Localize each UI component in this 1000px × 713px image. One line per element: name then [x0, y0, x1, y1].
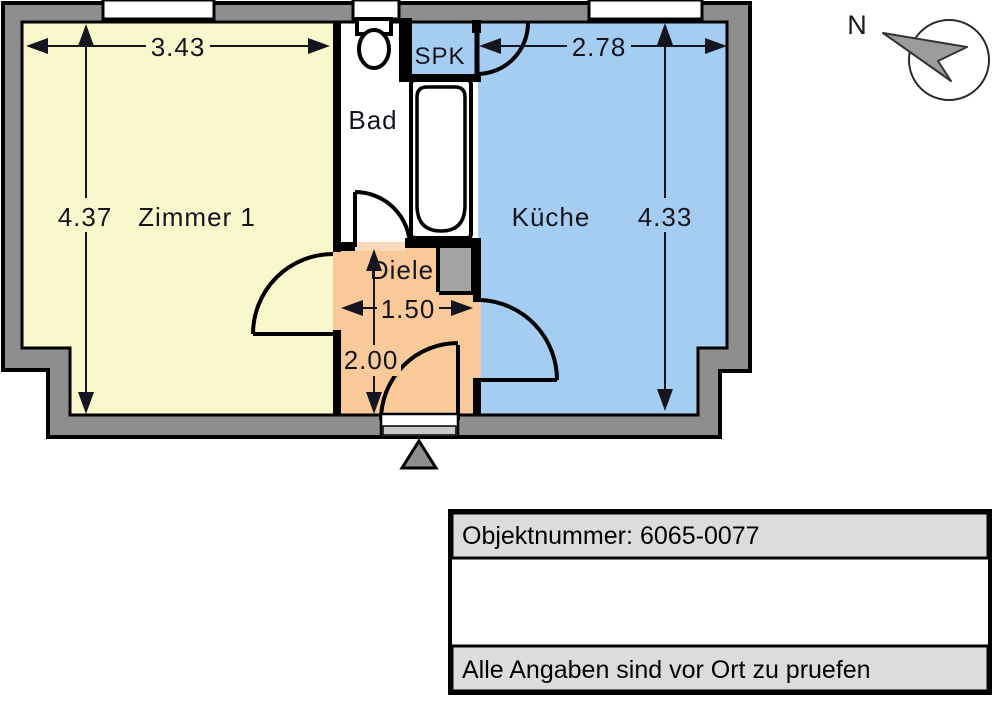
room-labels: Zimmer 1 Bad SPK Küche Diele [138, 43, 591, 285]
north-label: N [847, 10, 867, 40]
info-box: Objektnummer: 6065-0077 Alle Angaben sin… [448, 509, 992, 695]
inner-wall-outline [20, 20, 729, 417]
room-spk-floor [412, 22, 473, 77]
compass: N [847, 10, 990, 101]
info-box-row-disclaimer [450, 644, 990, 693]
dim-zimmer1-width: 3.43 [151, 32, 206, 62]
dim-zimmer1-height: 4.37 [58, 202, 113, 232]
object-number-value: 6065-0077 [640, 522, 760, 550]
door-kueche [480, 298, 560, 382]
object-number-label: Objektnummer: [462, 522, 633, 550]
dim-diele-width: 1.50 [381, 294, 436, 324]
window-zimmer1 [101, 0, 216, 21]
window-kueche [587, 0, 704, 21]
north-arrow-icon [882, 32, 968, 82]
dim-diele-height: 2.00 [344, 345, 399, 375]
door-zimmer1 [251, 252, 334, 336]
entrance [379, 412, 460, 470]
entrance-marker-triangle [399, 438, 439, 470]
shaft-block [436, 244, 475, 295]
label-kueche: Küche [512, 202, 591, 232]
label-spk: SPK [414, 43, 465, 70]
doorway-kueche [473, 302, 481, 378]
floor-plan: 3.43 4.37 2.78 4.33 1.50 2.00 Zimmer 1 B… [1, 0, 752, 470]
door-entry [379, 341, 460, 421]
windows [101, 0, 704, 21]
doorway-zimmer1 [333, 252, 341, 330]
dim-kueche-height: 4.33 [638, 202, 693, 232]
bathtub [409, 78, 473, 240]
entrance-threshold [382, 425, 457, 436]
doors [251, 22, 560, 421]
dimension-arrowheads [26, 23, 727, 414]
door-spk [474, 22, 530, 76]
info-box-row-objectnumber [450, 511, 990, 560]
disclaimer-text: Alle Angaben sind vor Ort zu pruefen [462, 656, 871, 684]
label-diele: Diele [370, 255, 434, 285]
toilet [355, 17, 393, 70]
label-bad: Bad [348, 105, 397, 135]
door-bad [353, 190, 412, 248]
window-bad [351, 0, 401, 21]
dim-kueche-width: 2.78 [572, 32, 627, 62]
dimensions: 3.43 4.37 2.78 4.33 1.50 2.00 [26, 23, 727, 414]
label-zimmer1: Zimmer 1 [138, 202, 256, 232]
doorway-bad-threshold [355, 242, 405, 251]
